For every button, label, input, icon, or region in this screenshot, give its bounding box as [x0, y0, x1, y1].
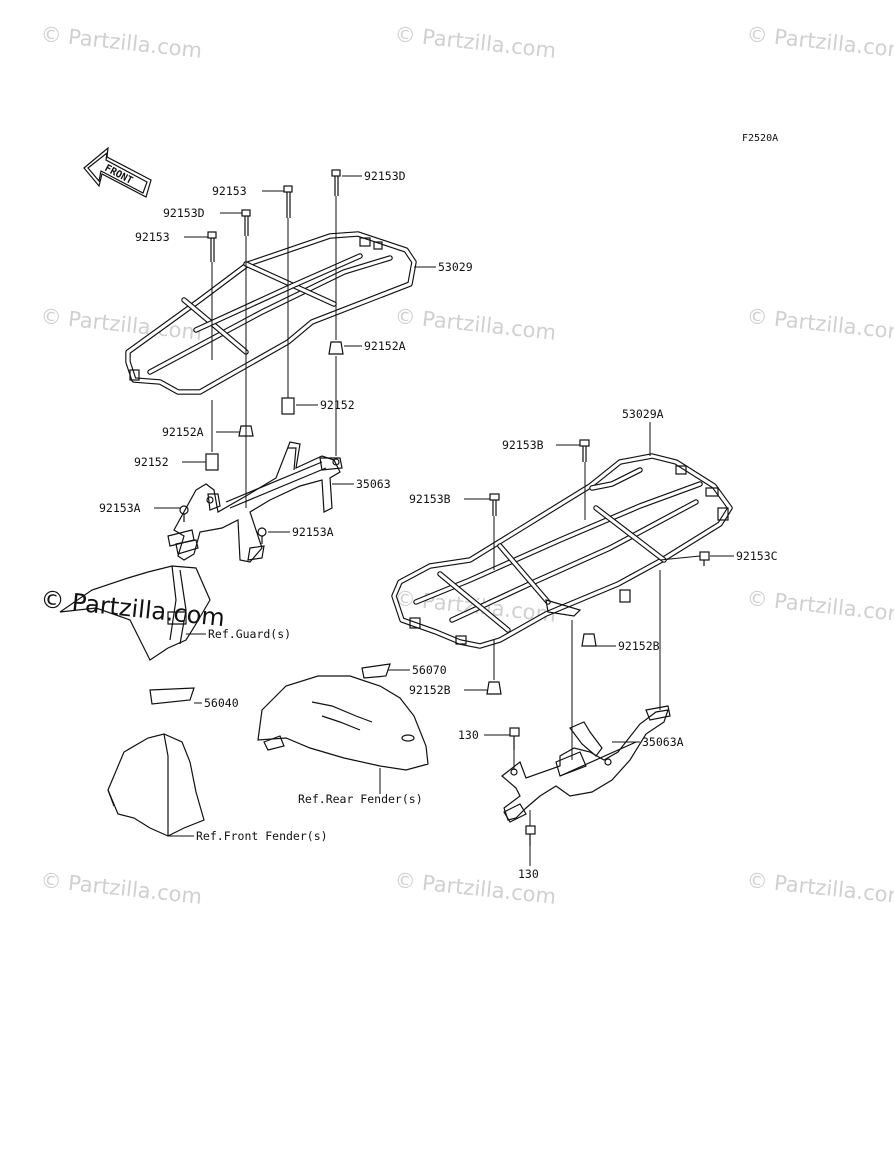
spacer-icon [486, 681, 502, 695]
rear-fender-reference [257, 663, 429, 771]
label-92152: 92152 [134, 455, 169, 469]
spacer-icon [328, 341, 344, 355]
front-fender-reference [107, 687, 205, 837]
spacer-icon [281, 397, 295, 415]
bolt-icon [257, 527, 267, 544]
bracket-35063A [501, 705, 671, 823]
ref-rear-fender-label: Ref.Rear Fender(s) [298, 792, 423, 806]
front-arrow-icon: FRONT [83, 146, 152, 198]
bolt-icon [509, 727, 520, 750]
bolt-icon [489, 493, 500, 516]
rear-carrier-53029A [391, 453, 733, 649]
front-carrier-53029 [125, 231, 417, 395]
figure-code: F2520A [742, 133, 778, 144]
bolt-icon [699, 551, 710, 566]
label-92153D: 92153D [163, 206, 205, 220]
bolt-icon [525, 825, 536, 846]
bolt-icon [283, 185, 293, 218]
label-92153B: 92153B [409, 492, 451, 506]
label-92152B: 92152B [618, 639, 660, 653]
bolt-icon [331, 169, 341, 196]
label-92153: 92153 [135, 230, 170, 244]
label-53029A: 53029A [622, 407, 664, 421]
label-92152B: 92152B [409, 683, 451, 697]
label-130: 130 [458, 728, 479, 742]
leader-line [659, 555, 701, 561]
label-92152: 92152 [320, 398, 355, 412]
label-92152A: 92152A [364, 339, 406, 353]
guard-reference [59, 539, 211, 661]
label-92153A: 92153A [99, 501, 141, 515]
label-56070: 56070 [412, 663, 447, 677]
label-35063: 35063 [356, 477, 391, 491]
label-92153: 92153 [212, 184, 247, 198]
label-92153D: 92153D [364, 169, 406, 183]
label-56040: 56040 [204, 696, 239, 710]
label-35063A: 35063A [642, 735, 684, 749]
spacer-icon [205, 453, 219, 471]
bolt-icon [179, 505, 189, 522]
ref-front-fender-label: Ref.Front Fender(s) [196, 829, 328, 843]
label-130: 130 [518, 867, 539, 881]
bolt-icon [207, 231, 217, 262]
spacer-icon [238, 425, 254, 437]
ref-guard-label: Ref.Guard(s) [208, 627, 291, 641]
label-92153A: 92153A [292, 525, 334, 539]
label-92153C: 92153C [736, 549, 778, 563]
label-53029: 53029 [438, 260, 473, 274]
bolt-icon [579, 439, 590, 462]
label-92152A: 92152A [162, 425, 204, 439]
spacer-icon [581, 633, 597, 647]
bracket-35063 [167, 441, 343, 563]
bolt-icon [241, 209, 251, 236]
label-92153B: 92153B [502, 438, 544, 452]
